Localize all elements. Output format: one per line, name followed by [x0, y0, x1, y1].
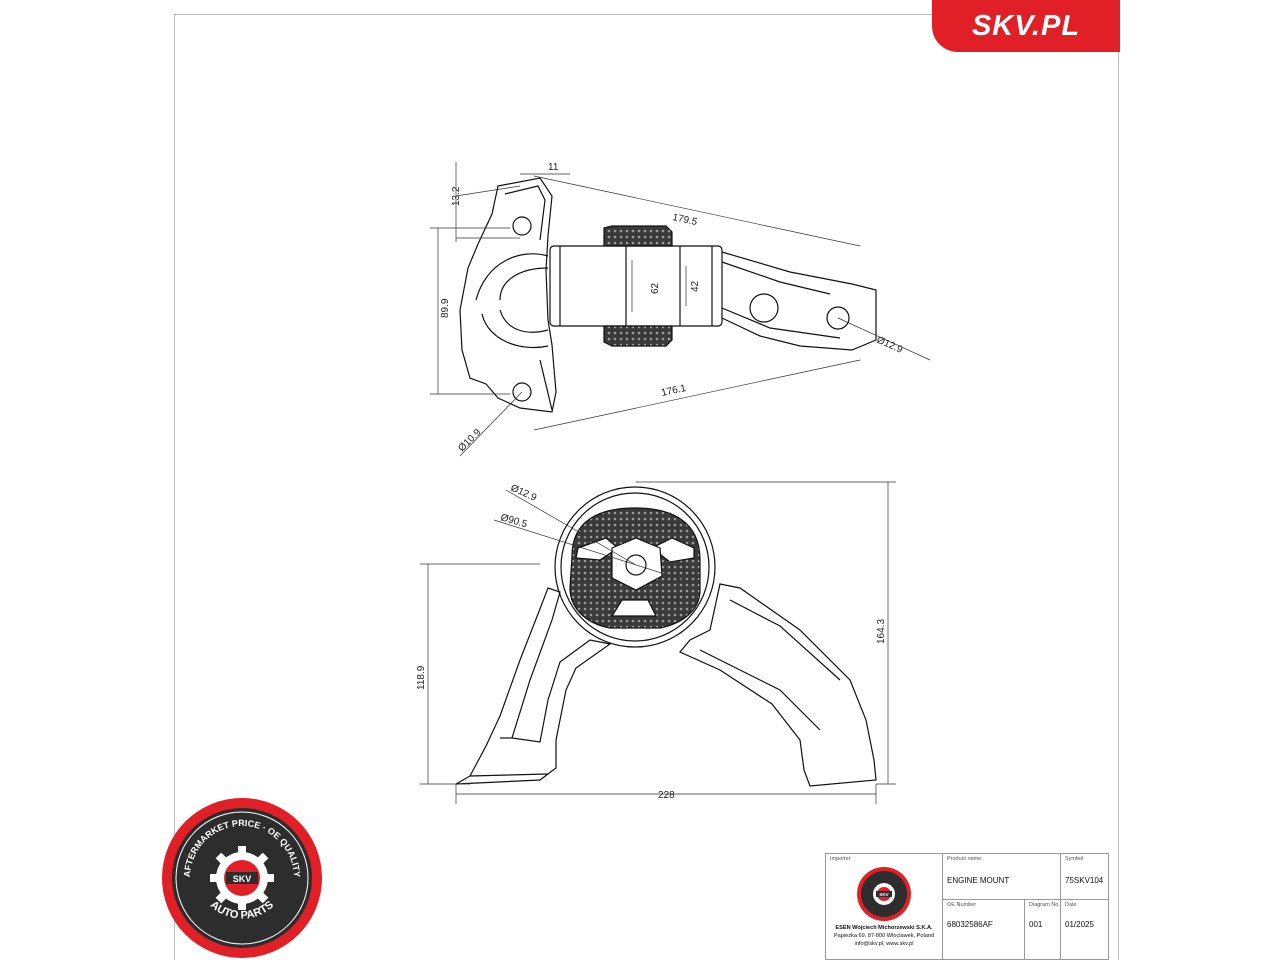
dim-228: 228 [658, 790, 675, 801]
dim-62: 62 [650, 282, 661, 294]
dim-13-2: 13.2 [451, 186, 462, 206]
drawing-frame [174, 14, 1119, 960]
small-seal-logo: SKV [857, 867, 911, 921]
dim-179-5: 179.5 [671, 212, 698, 228]
importer-caption: Importer [830, 856, 851, 862]
date-cell: Date 01/2025 [1060, 900, 1108, 959]
brand-name: SKV.PL [971, 9, 1081, 42]
importer-name: ESEN Wojciech Michorzewski S.K.A. [835, 925, 933, 931]
dim-176-1: 176.1 [660, 383, 687, 399]
product-name-caption: Product name: [947, 856, 983, 862]
diagram-no-cell: Diagram No. 001 [1024, 900, 1060, 959]
dim-dia-12-9: Ø12.9 [875, 335, 905, 356]
oe-number: 68032586AF [947, 920, 993, 929]
symbol-cell: Symbol 75SKV104 [1060, 854, 1108, 900]
top-view-dimensions [430, 162, 931, 457]
diagram-no-caption: Diagram No. [1029, 902, 1060, 908]
oe-number-caption: OE Number [947, 902, 977, 908]
dim-89-9: 89.9 [440, 298, 451, 318]
dim-dia-10-9: Ø10.9 [456, 427, 483, 454]
dim-118-9: 118.9 [416, 665, 427, 690]
title-block: Importer SKV ESEN Wojciech Michorzewski … [825, 853, 1109, 960]
importer-cell: Importer SKV ESEN Wojciech Michorzewski … [826, 854, 942, 959]
oe-number-cell: OE Number 68032586AF [942, 900, 1024, 959]
dim-front-dia-12-9: Ø12.9 [509, 483, 539, 504]
importer-contact: info@skv.pl, www.skv.pl [854, 941, 914, 947]
dim-42: 42 [690, 280, 701, 292]
front-view [455, 486, 877, 787]
lower-bolt-hole [512, 382, 532, 402]
front-view-dimensions [420, 481, 896, 804]
date-caption: Date [1065, 902, 1077, 908]
upper-bolt-hole [512, 216, 532, 236]
top-view [459, 177, 877, 413]
date-value: 01/2025 [1065, 920, 1094, 929]
seal-center-text: SKV [233, 874, 252, 884]
small-seal-text: SKV [879, 892, 888, 897]
dim-front-dia-90-5: Ø90.5 [499, 512, 529, 530]
arm-bolt-hole [826, 306, 850, 330]
dim-164-3: 164.3 [876, 619, 887, 644]
product-name: ENGINE MOUNT [947, 876, 1010, 885]
gear-icon [210, 846, 274, 910]
symbol-caption: Symbol [1065, 856, 1084, 862]
symbol-value: 75SKV104 [1065, 876, 1104, 885]
skv-seal-logo: AFTERMARKET PRICE · OE QUALITY AUTO PART… [162, 798, 322, 958]
importer-address: Papiezka 69, 87-800 Wloclawek, Poland [833, 933, 935, 939]
product-name-cell: Product name: ENGINE MOUNT [942, 854, 1060, 900]
dim-11: 11 [548, 162, 559, 173]
diagram-no: 001 [1029, 920, 1043, 929]
center-bolt-hole [625, 554, 647, 576]
brand-logo[interactable]: SKV.PL [932, 0, 1120, 52]
